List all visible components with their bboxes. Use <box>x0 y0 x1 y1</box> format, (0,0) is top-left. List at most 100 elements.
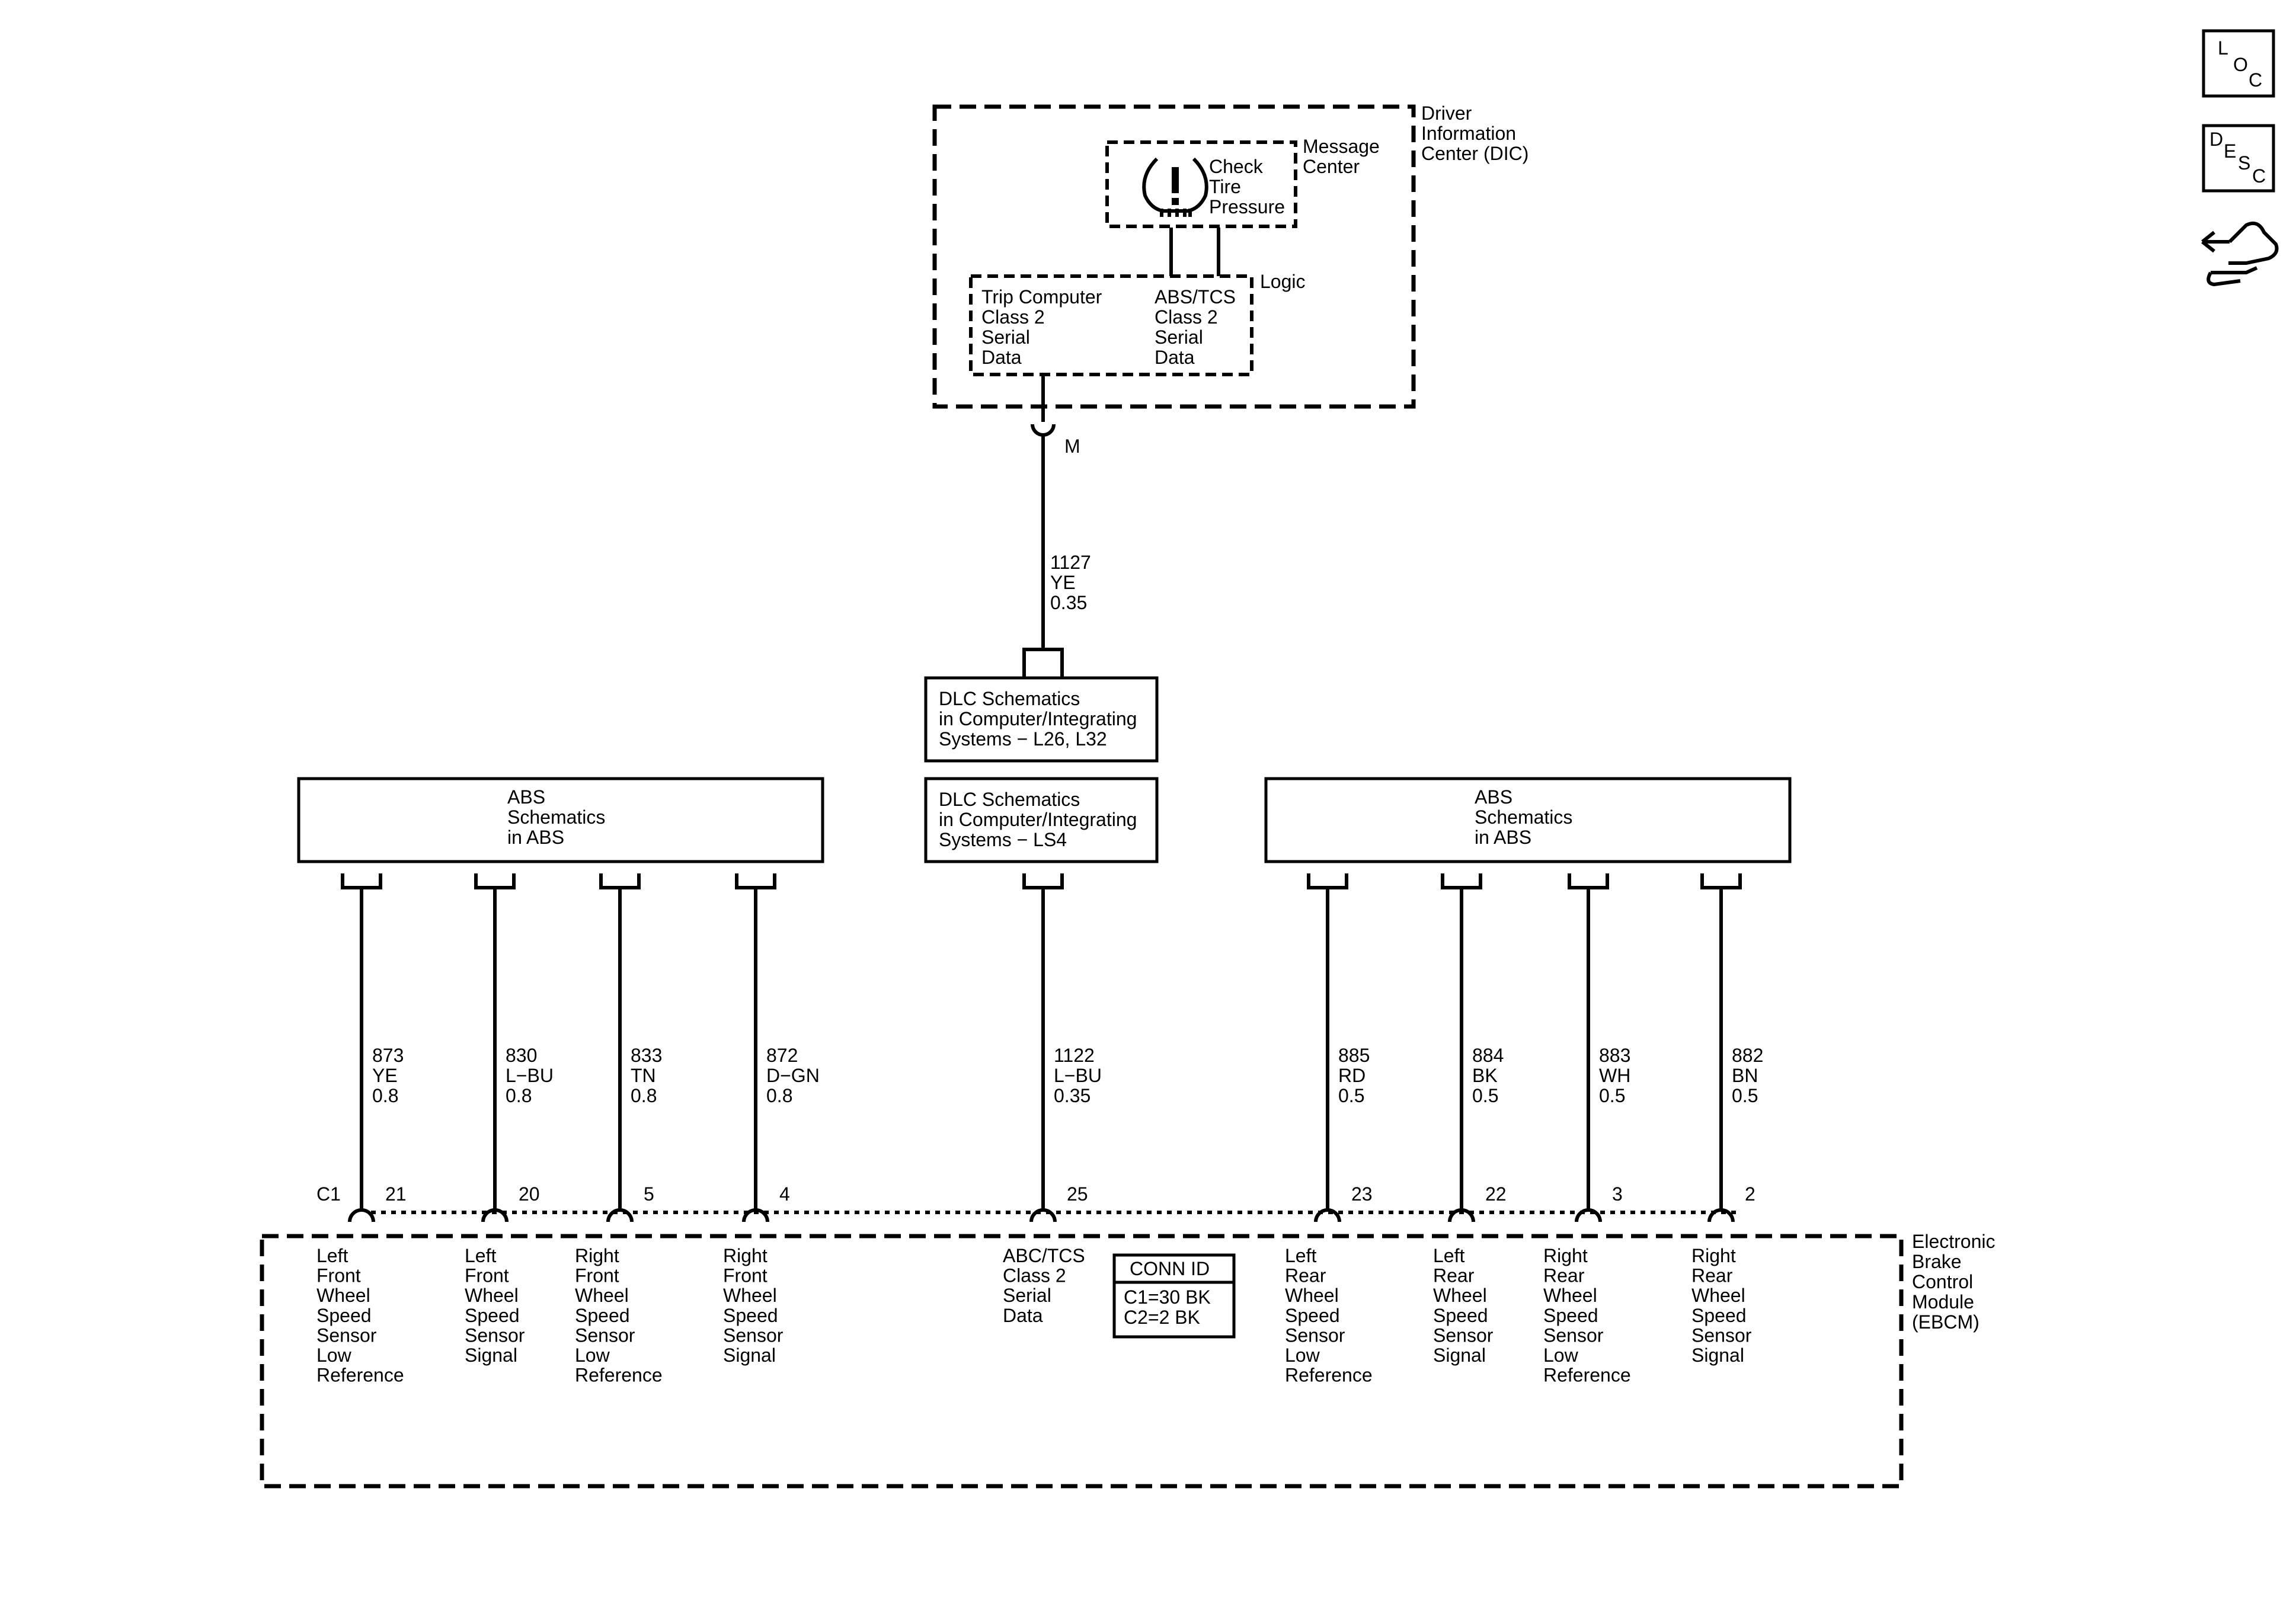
dic-boundary <box>932 104 1416 409</box>
dlc-box-ls4 <box>924 777 1159 863</box>
svg-text:Center: Center <box>1303 156 1360 177</box>
wire-873-0-function-4: Sensor <box>316 1324 377 1346</box>
wire-873-0-function-5: Low <box>316 1345 352 1366</box>
wire-882-8-pin: 2 <box>1745 1183 1755 1205</box>
check-tire-pressure-text: Check Tire Pressure <box>1209 156 1285 217</box>
wire-833-2-function-1: Front <box>575 1265 619 1286</box>
wire-885-5-label-1: RD <box>1338 1065 1366 1086</box>
svg-text:Trip Computer: Trip Computer <box>981 286 1102 308</box>
wire-873-0-function-6: Reference <box>316 1365 404 1386</box>
message-center-title: Message Center <box>1303 136 1380 177</box>
svg-text:YE: YE <box>1050 572 1076 593</box>
wire-884-6-function-4: Sensor <box>1433 1324 1494 1346</box>
svg-text:Message: Message <box>1303 136 1380 157</box>
wire-1122-4-label-2: 0.35 <box>1054 1085 1091 1106</box>
wire-885-5-function-3: Speed <box>1285 1305 1340 1326</box>
wire-872-3-function-4: Sensor <box>723 1324 784 1346</box>
dlc-box-l26-l32 <box>924 676 1159 763</box>
wire-884-6-function-2: Wheel <box>1433 1285 1487 1306</box>
svg-text:Control: Control <box>1912 1271 1973 1292</box>
wire-882-8-label-1: BN <box>1732 1065 1758 1086</box>
wire-872-3-label-0: 872 <box>766 1045 798 1066</box>
wire-833-2-label-1: TN <box>631 1065 656 1086</box>
svg-text:Module: Module <box>1912 1291 1974 1313</box>
wire-882-8-function-2: Wheel <box>1691 1285 1745 1306</box>
desc-icon[interactable]: D E S C <box>2202 124 2275 193</box>
logic-box <box>969 274 1253 376</box>
wire-873-0-function-2: Wheel <box>316 1285 370 1306</box>
svg-text:DLC Schematics: DLC Schematics <box>939 688 1080 709</box>
wire-884-6-label-2: 0.5 <box>1472 1085 1498 1106</box>
abs-box-left-text: ABS Schematics in ABS <box>507 786 605 848</box>
wire-1122-4-function-2: Serial <box>1003 1285 1051 1306</box>
svg-text:in Computer/Integrating: in Computer/Integrating <box>939 708 1137 729</box>
wire-885-5-function-0: Left <box>1285 1245 1316 1266</box>
wire-833-2-label-2: 0.8 <box>631 1085 657 1106</box>
wires-layer: 873YE0.821LeftFrontWheelSpeedSensorLowRe… <box>316 873 1763 1386</box>
wire-833-2-function-4: Sensor <box>575 1324 635 1346</box>
wire-883-7-label-0: 883 <box>1599 1045 1630 1066</box>
desc-letter-1: D <box>2209 129 2223 150</box>
wire-830-1-pin: 20 <box>519 1183 540 1205</box>
svg-text:Driver: Driver <box>1421 103 1472 124</box>
wire-872-3-function-5: Signal <box>723 1345 776 1366</box>
wire-883-7-function-6: Reference <box>1543 1365 1631 1386</box>
loc-icon[interactable]: L O C <box>2202 29 2275 98</box>
conn-id-line-1: C1=30 BK <box>1124 1286 1211 1308</box>
wire-883-7-label-1: WH <box>1599 1065 1630 1086</box>
wire-830-1-label-0: 830 <box>506 1045 537 1066</box>
wire-872-3-function-1: Front <box>723 1265 768 1286</box>
wire-830-1-function-4: Sensor <box>465 1324 525 1346</box>
wire-882-8-pin-arc <box>1707 1208 1735 1222</box>
desc-letter-3: S <box>2238 152 2250 174</box>
wire-872-3-pin: 4 <box>779 1183 790 1205</box>
svg-text:ABS: ABS <box>1475 786 1512 808</box>
wire-882-8-function-3: Speed <box>1691 1305 1747 1326</box>
loc-letter-2: O <box>2233 54 2248 75</box>
loc-letter-3: C <box>2249 69 2262 91</box>
wire-873-0-label-0: 873 <box>372 1045 404 1066</box>
wire-885-5-pin: 23 <box>1351 1183 1373 1205</box>
svg-text:Serial: Serial <box>1155 327 1203 348</box>
wire-830-1-terminal <box>474 873 516 889</box>
wire-883-7-function-4: Sensor <box>1543 1324 1604 1346</box>
wire-833-2-pin-arc <box>606 1208 634 1222</box>
svg-text:Class 2: Class 2 <box>981 306 1045 328</box>
loc-letter-1: L <box>2218 37 2228 59</box>
wire-882-8-function-0: Right <box>1691 1245 1736 1266</box>
wire-884-6-function-1: Rear <box>1433 1265 1475 1286</box>
desc-letter-4: C <box>2252 165 2266 187</box>
wire-873-0-label-2: 0.8 <box>372 1085 398 1106</box>
wire-872-3-pin-arc <box>742 1208 769 1222</box>
wire-1122-4-function-0: ABC/TCS <box>1003 1245 1085 1266</box>
wire-882-8-label-0: 882 <box>1732 1045 1763 1066</box>
wire-833-2-terminal <box>599 873 641 889</box>
wire-884-6-label-1: BK <box>1472 1065 1498 1086</box>
wire-833-2-pin: 5 <box>644 1183 654 1205</box>
wire-1122-4-function-1: Class 2 <box>1003 1265 1066 1286</box>
abs-box-right <box>1264 777 1792 863</box>
abs-tcs-serial-data: ABS/TCS Class 2 Serial Data <box>1155 286 1236 368</box>
svg-text:Data: Data <box>981 347 1022 368</box>
wire-885-5-label-0: 885 <box>1338 1045 1370 1066</box>
wire-884-6-pin: 22 <box>1485 1183 1507 1205</box>
svg-text:Center (DIC): Center (DIC) <box>1421 143 1528 164</box>
wrench-hand-icon[interactable] <box>2201 222 2279 287</box>
wire-873-0-pin-arc <box>348 1208 375 1222</box>
wire-883-7-pin: 3 <box>1612 1183 1623 1205</box>
svg-text:Tire: Tire <box>1209 176 1241 197</box>
svg-text:Systems − L26, L32: Systems − L26, L32 <box>939 728 1107 750</box>
wire-884-6-pin-arc <box>1448 1208 1475 1222</box>
svg-text:Systems − LS4: Systems − LS4 <box>939 829 1067 850</box>
wire-883-7-function-0: Right <box>1543 1245 1588 1266</box>
desc-letter-2: E <box>2224 140 2236 162</box>
wire-830-1-label-1: L−BU <box>506 1065 554 1086</box>
wire-873-0-pin: 21 <box>385 1183 407 1205</box>
wire-830-1-function-1: Front <box>465 1265 509 1286</box>
svg-text:in ABS: in ABS <box>507 827 564 848</box>
wire-1122-4-label-0: 1122 <box>1054 1045 1095 1066</box>
svg-text:ABS/TCS: ABS/TCS <box>1155 286 1236 308</box>
wire-884-6-function-5: Signal <box>1433 1345 1486 1366</box>
wire-885-5-terminal <box>1307 873 1348 889</box>
